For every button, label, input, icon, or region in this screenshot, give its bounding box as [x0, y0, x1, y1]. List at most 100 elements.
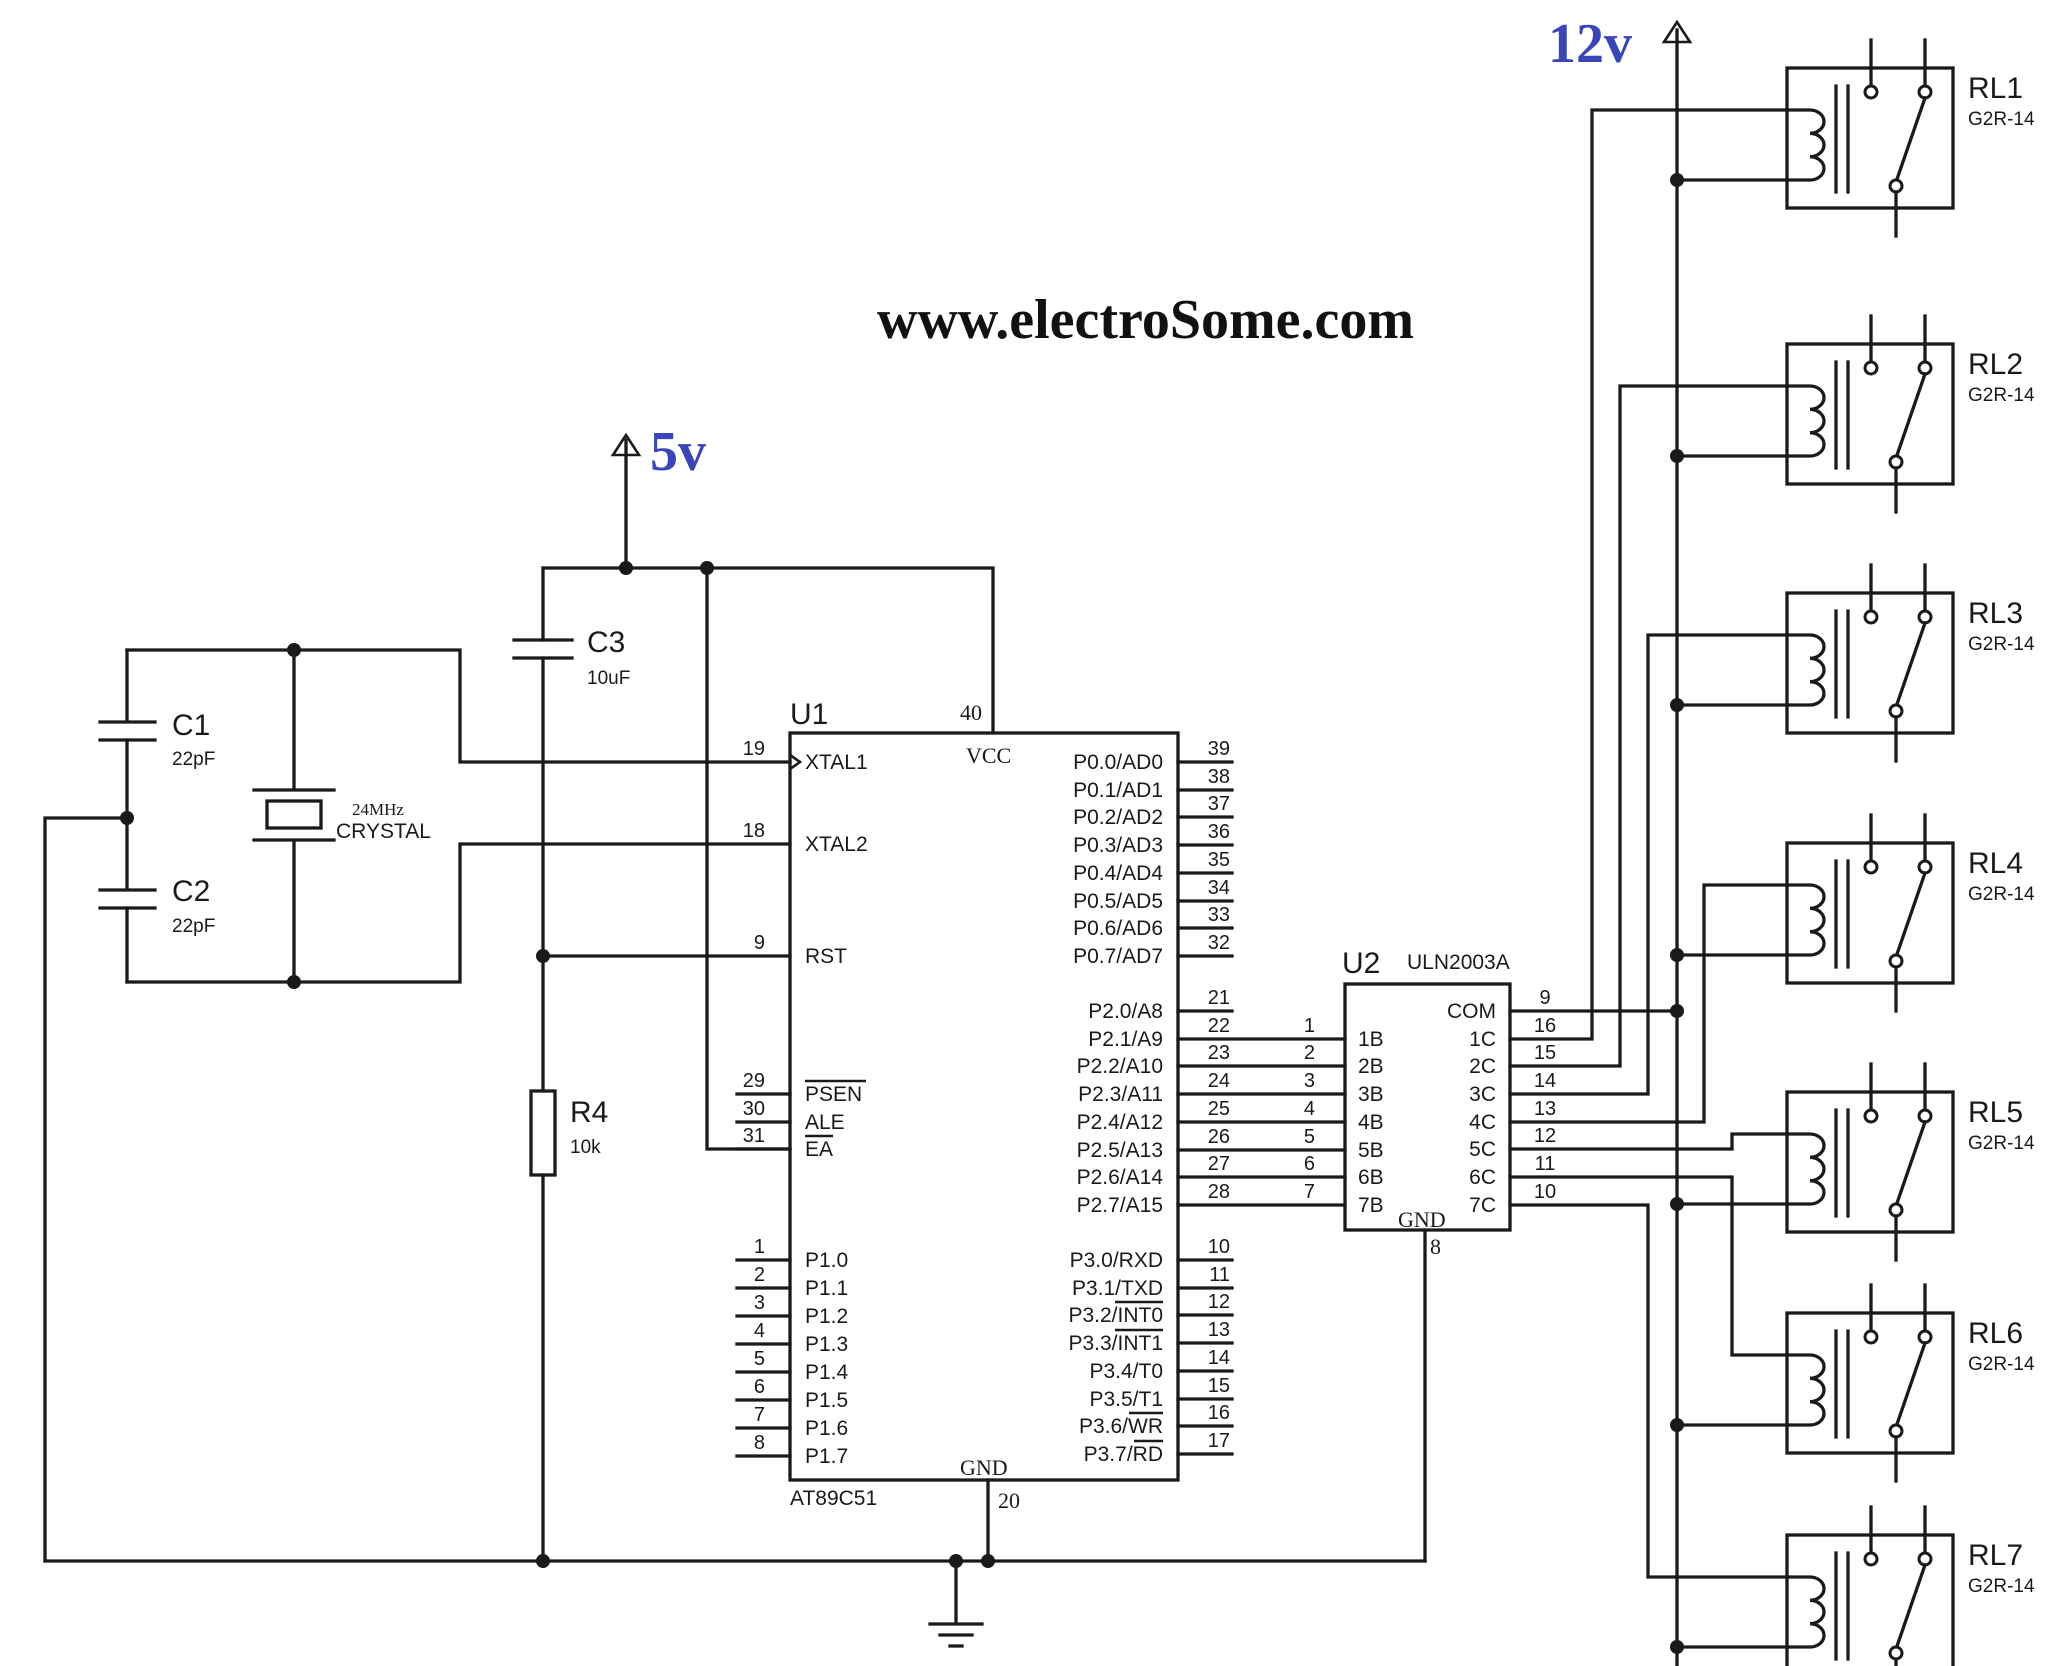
u1-pin-name: P2.7/A15 [1077, 1194, 1163, 1217]
u1-pin-number: 37 [1208, 793, 1230, 815]
relay-part: G2R-14 [1968, 1576, 2035, 1597]
relay-ref: RL3 [1968, 597, 2023, 630]
u2-pin-number: 5 [1304, 1126, 1315, 1148]
gnd-wiring [43, 1228, 1427, 1648]
c1-ref: C1 [172, 709, 210, 742]
u2-pin-number: 10 [1534, 1181, 1556, 1203]
u1-gnd-pin: 20 [998, 1488, 1020, 1513]
u1-pin-number: 11 [1209, 1264, 1230, 1286]
relay-coil-icon [1785, 1353, 1826, 1427]
u2-pin-name: 1C [1469, 1028, 1496, 1051]
u1-pin-number: 36 [1208, 821, 1230, 843]
u1-pin-name: P3.6/WR [1079, 1415, 1163, 1438]
relay-coil-icon [1785, 883, 1826, 957]
u2-pin-number: 14 [1534, 1070, 1556, 1092]
crystal-label: CRYSTAL [336, 820, 431, 843]
u2-pin-number: 11 [1535, 1153, 1556, 1175]
u2-pin-number: 1 [1304, 1015, 1315, 1037]
relay-ref: RL7 [1968, 1539, 2023, 1572]
u1-pin-name: P3.7/RD [1084, 1443, 1163, 1466]
u1-pin-number: 15 [1208, 1375, 1230, 1397]
u1-pin-name: P1.7 [805, 1445, 848, 1468]
u1-gnd-label: GND [960, 1455, 1008, 1480]
u2-pin-name: 2B [1358, 1055, 1384, 1078]
u1-pin-name: P3.2/INT0 [1068, 1304, 1163, 1327]
u1-pin-number: 19 [743, 738, 765, 760]
relay-coil-icon [1785, 1132, 1826, 1206]
u1-pin-name: P1.4 [805, 1361, 849, 1384]
c3-value: 10uF [587, 668, 630, 689]
u1-pin-name: P0.4/AD4 [1073, 862, 1163, 885]
u2-pin-number: 2 [1304, 1042, 1315, 1064]
u1-pin-number: 17 [1208, 1430, 1230, 1452]
power-12v-label: 12v [1548, 13, 1632, 75]
u2-pin-name: 7C [1469, 1194, 1496, 1217]
relay-part: G2R-14 [1968, 884, 2035, 905]
u2-pin-name: COM [1447, 1000, 1496, 1023]
u1-pin-name: P1.1 [805, 1277, 848, 1300]
u1-pin-name: P1.2 [805, 1305, 848, 1328]
relay-switch-icon [1893, 371, 1928, 461]
u1-pin-number: 18 [743, 820, 765, 842]
u1-left-pins: 19XTAL118XTAL29RST29PSEN30ALE31EA1P1.02P… [735, 738, 868, 1468]
u1-pin-number: 34 [1208, 877, 1230, 899]
u1-pin-name: P1.6 [805, 1417, 848, 1440]
u2-pin-number: 16 [1534, 1015, 1556, 1037]
u1-pin-number: 1 [754, 1236, 765, 1258]
power-arrow-icon [1661, 19, 1693, 44]
u2-pin-number: 6 [1304, 1153, 1315, 1175]
relay-switch-icon [1893, 1119, 1928, 1209]
u2-pin-name: 6B [1358, 1166, 1384, 1189]
u2-driver: U2 ULN2003A GND 8 11B22B33B44B55B66B77B … [1304, 947, 1556, 1259]
c2-value: 22pF [172, 916, 215, 937]
r4-value: 10k [570, 1137, 601, 1158]
u2-pin-name: 2C [1469, 1055, 1496, 1078]
u1-vcc-label: VCC [966, 743, 1011, 768]
u1-pin-name: XTAL1 [805, 751, 868, 774]
relay-part: G2R-14 [1968, 385, 2035, 406]
u1-pin-number: 16 [1208, 1402, 1230, 1424]
relay-wiring [1508, 108, 1789, 1654]
u1-pin-number: 9 [754, 932, 765, 954]
u1-pin-number: 8 [754, 1432, 765, 1454]
u1-pin-name: P2.5/A13 [1077, 1139, 1163, 1162]
power-12v: 12v [1548, 13, 1693, 1666]
r4-resistor: R4 10k [529, 1089, 608, 1563]
u1-pin-number: 35 [1208, 849, 1230, 871]
c2-ref: C2 [172, 875, 210, 908]
u1-pin-name: P3.4/T0 [1089, 1360, 1163, 1383]
relay-coil-icon [1785, 633, 1826, 707]
u1-microcontroller: U1 AT89C51 VCC 40 GND 20 19XTAL118XTAL29… [735, 698, 1347, 1513]
u1-pin-number: 3 [754, 1292, 765, 1314]
u1-pin-number: 10 [1208, 1236, 1230, 1258]
relay-switch-icon [1893, 620, 1928, 710]
u1-pin-name: P1.0 [805, 1249, 848, 1272]
u1-pin-name: P3.1/TXD [1072, 1277, 1163, 1300]
u2-gnd-label: GND [1398, 1207, 1446, 1232]
u1-pin-number: 21 [1208, 987, 1230, 1009]
u1-pin-number: 4 [754, 1320, 765, 1342]
u1-pin-number: 13 [1208, 1319, 1230, 1341]
u1-pin-number: 6 [754, 1376, 765, 1398]
power-5v: 5v [610, 421, 706, 570]
relay-part: G2R-14 [1968, 1133, 2035, 1154]
u1-pin-name: P1.3 [805, 1333, 848, 1356]
u1-pin-name: P2.6/A14 [1077, 1166, 1164, 1189]
u2-pin-name: 1B [1358, 1028, 1384, 1051]
u1-pin-number: 27 [1208, 1153, 1230, 1175]
u1-vcc-pin: 40 [960, 700, 982, 725]
u1-pin-number: 33 [1208, 904, 1230, 926]
relay-ref: RL5 [1968, 1096, 2023, 1129]
u1-pin-number: 5 [754, 1348, 765, 1370]
u2-pin-name: 6C [1469, 1166, 1496, 1189]
relay-part: G2R-14 [1968, 634, 2035, 655]
u2-pin-number: 9 [1539, 987, 1550, 1009]
u1-pin-name: EA [805, 1138, 833, 1161]
u2-pin-number: 12 [1534, 1125, 1556, 1147]
